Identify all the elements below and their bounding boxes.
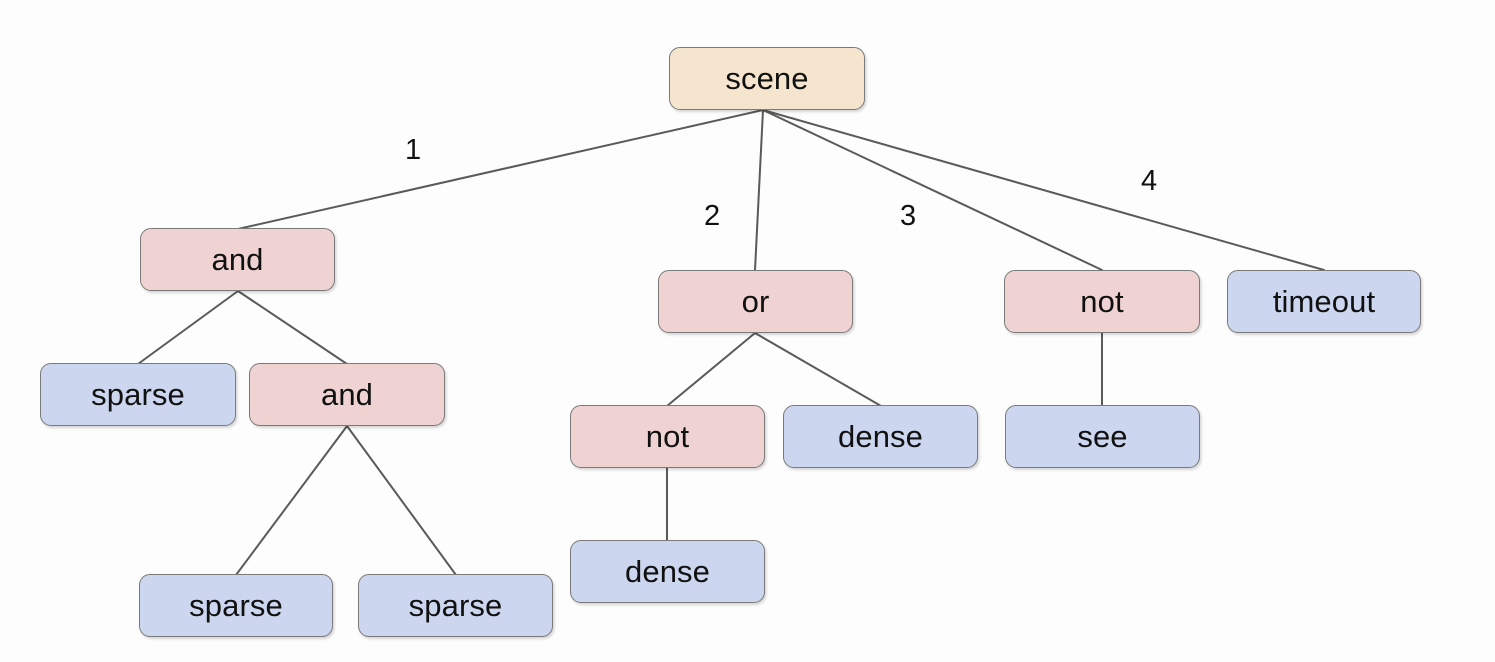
edge-label-1: 1 xyxy=(405,134,422,166)
tree-node-label: not xyxy=(1080,284,1124,319)
tree-node-not2[interactable]: not xyxy=(1004,270,1200,333)
tree-node-or1[interactable]: or xyxy=(658,270,853,333)
tree-node-scene[interactable]: scene xyxy=(669,47,865,110)
tree-node-sparse1[interactable]: sparse xyxy=(40,363,236,426)
tree-node-sparse2[interactable]: sparse xyxy=(139,574,333,637)
tree-node-dense1[interactable]: dense xyxy=(783,405,978,468)
tree-node-label: sparse xyxy=(408,588,503,623)
tree-edge-and2-sparse2 xyxy=(235,425,348,576)
tree-edge-scene-and1 xyxy=(237,109,764,230)
tree-node-sparse3[interactable]: sparse xyxy=(358,574,553,637)
tree-node-label: not xyxy=(645,419,690,454)
tree-node-label: timeout xyxy=(1272,284,1376,319)
edge-label-2: 2 xyxy=(704,200,721,232)
tree-node-and1[interactable]: and xyxy=(140,228,335,291)
tree-edge-and1-and2 xyxy=(237,290,348,365)
tree-edge-scene-not2 xyxy=(762,109,1103,271)
tree-edge-and1-sparse1 xyxy=(137,290,239,365)
tree-node-label: sparse xyxy=(189,588,283,623)
tree-node-label: and xyxy=(320,377,374,412)
tree-node-timeout1[interactable]: timeout xyxy=(1227,270,1421,333)
tree-node-label: dense xyxy=(625,554,710,589)
tree-node-label: see xyxy=(1077,419,1128,454)
edge-label-4: 4 xyxy=(1141,165,1158,197)
tree-node-label: dense xyxy=(838,419,923,454)
tree-node-dense2[interactable]: dense xyxy=(570,540,765,603)
tree-node-label: sparse xyxy=(91,377,185,412)
tree-node-see1[interactable]: see xyxy=(1005,405,1200,468)
tree-node-label: scene xyxy=(725,61,809,96)
tree-edge-or1-not1 xyxy=(666,332,756,407)
tree-node-not1[interactable]: not xyxy=(570,405,765,468)
tree-node-and2[interactable]: and xyxy=(249,363,445,426)
tree-edge-scene-or1 xyxy=(754,109,764,271)
tree-edge-or1-dense1 xyxy=(754,332,882,407)
edge-label-3: 3 xyxy=(900,200,917,232)
tree-edge-scene-timeout1 xyxy=(762,109,1325,271)
tree-edge-and2-sparse3 xyxy=(346,425,457,576)
tree-node-label: and xyxy=(211,242,264,277)
tree-node-label: or xyxy=(741,284,770,319)
